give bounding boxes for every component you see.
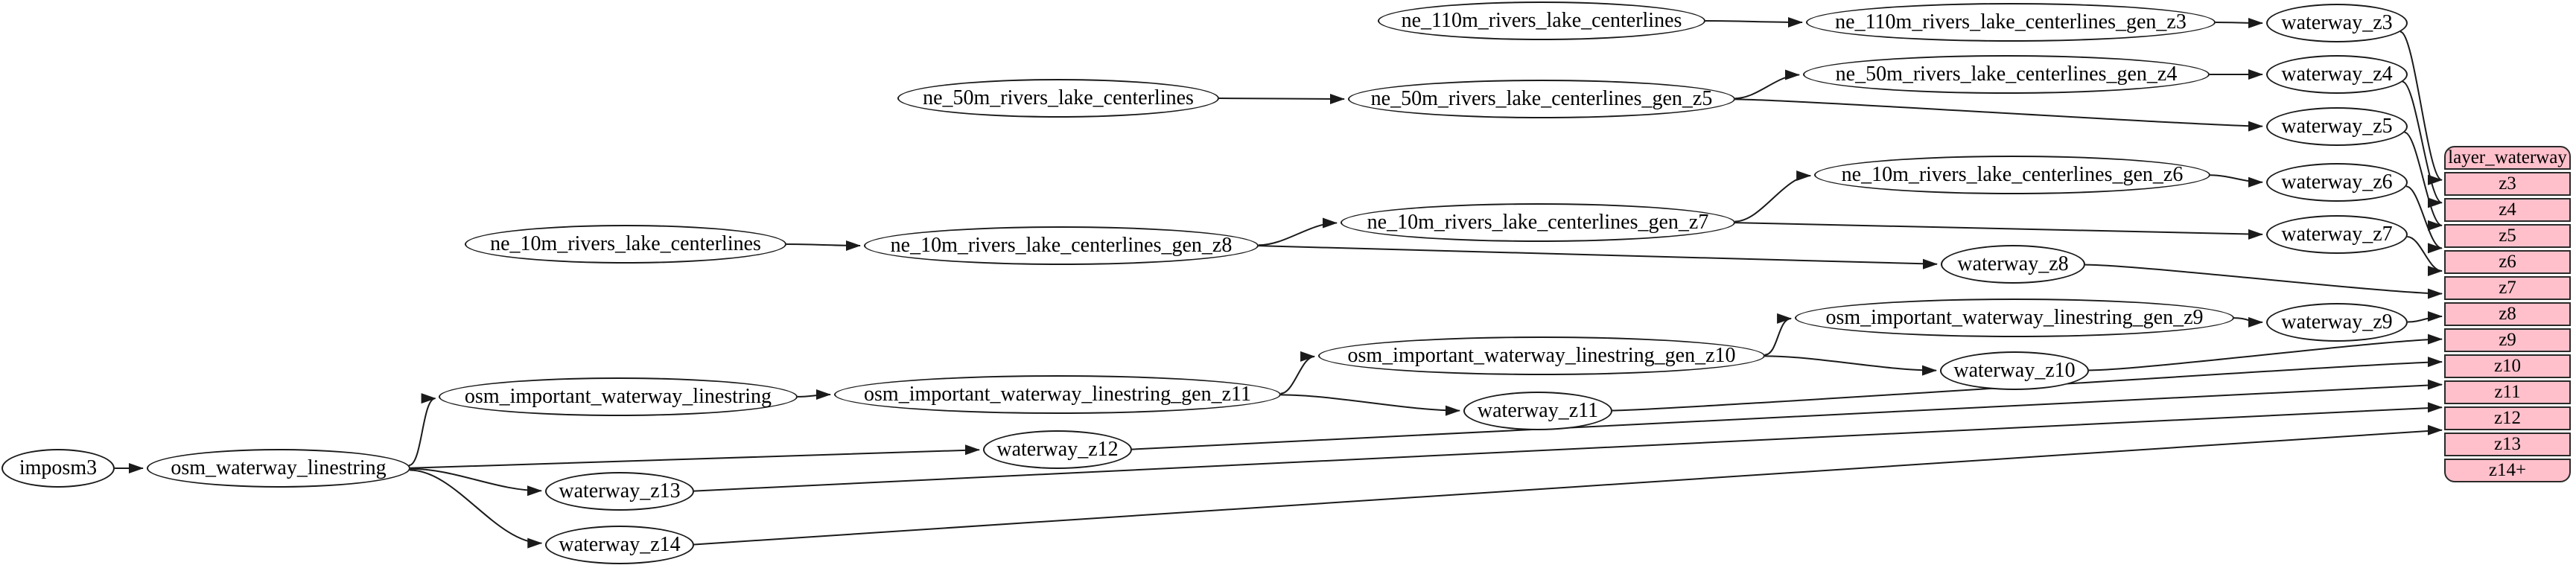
node-imposm3: imposm3 — [1, 449, 115, 488]
edge-ne_50m_rivers_lake_centerlines-to-ne_50m_rivers_lake_centerlines_gen_z5 — [1218, 93, 1345, 104]
edge-osm_important_waterway_linestring_gen_z9-to-waterway_z9 — [2233, 316, 2263, 328]
node-waterway_z12: waterway_z12 — [983, 430, 1132, 469]
edge-osm_important_waterway_linestring_gen_z10-to-osm_important_waterway_linestring_gen_z9 — [1764, 313, 1793, 356]
node-waterway_z14: waterway_z14 — [545, 526, 694, 564]
node-ne_10m_rivers_lake_centerlines: ne_10m_rivers_lake_centerlines — [465, 225, 786, 264]
edge-ne_110m_rivers_lake_centerlines_gen_z3-to-waterway_z3 — [2215, 17, 2263, 28]
edge-waterway_z14-to-layer_waterway-z14+ — [693, 424, 2443, 546]
node-ne_110m_rivers_lake_centerlines: ne_110m_rivers_lake_centerlines — [1378, 1, 1705, 40]
edge-waterway_z10-to-layer_waterway-z10 — [2088, 334, 2443, 371]
node-ne_50m_rivers_lake_centerlines_gen_z4: ne_50m_rivers_lake_centerlines_gen_z4 — [1803, 55, 2210, 94]
edge-ne_10m_rivers_lake_centerlines_gen_z8-to-waterway_z8 — [1258, 245, 1938, 269]
record-row-z5: z5 — [2444, 224, 2571, 248]
node-ne_10m_rivers_lake_centerlines_gen_z7: ne_10m_rivers_lake_centerlines_gen_z7 — [1341, 203, 1735, 242]
node-ne_10m_rivers_lake_centerlines_gen_z6: ne_10m_rivers_lake_centerlines_gen_z6 — [1814, 156, 2210, 194]
node-waterway_z4: waterway_z4 — [2266, 55, 2408, 94]
node-waterway_z8: waterway_z8 — [1941, 245, 2085, 284]
node-ne_50m_rivers_lake_centerlines: ne_50m_rivers_lake_centerlines — [897, 79, 1219, 118]
edge-ne_10m_rivers_lake_centerlines_gen_z7-to-waterway_z7 — [1734, 222, 2263, 240]
node-waterway_z10: waterway_z10 — [1940, 351, 2089, 390]
edge-waterway_z8-to-layer_waterway-z8 — [2084, 264, 2443, 299]
node-ne_50m_rivers_lake_centerlines_gen_z5: ne_50m_rivers_lake_centerlines_gen_z5 — [1348, 80, 1735, 118]
edge-ne_10m_rivers_lake_centerlines_gen_z8-to-ne_10m_rivers_lake_centerlines_gen_z7 — [1258, 217, 1338, 246]
edge-waterway_z4-to-layer_waterway-z4 — [2402, 80, 2443, 208]
node-ne_10m_rivers_lake_centerlines_gen_z8: ne_10m_rivers_lake_centerlines_gen_z8 — [864, 226, 1259, 265]
record-row-z7: z7 — [2444, 276, 2571, 300]
node-osm_important_waterway_linestring_gen_z11: osm_important_waterway_linestring_gen_z1… — [834, 375, 1281, 414]
edge-osm_important_waterway_linestring_gen_z10-to-waterway_z10 — [1764, 355, 1938, 376]
record-row-z9: z9 — [2444, 328, 2571, 352]
edge-osm_waterway_linestring-to-waterway_z13 — [410, 468, 543, 497]
edge-waterway_z3-to-layer_waterway-z3 — [2400, 31, 2443, 185]
edge-waterway_z12-to-layer_waterway-z12 — [1131, 379, 2443, 450]
edge-osm_waterway_linestring-to-osm_important_waterway_linestring — [408, 393, 436, 467]
record-row-z4: z4 — [2444, 198, 2571, 222]
node-waterway_z5: waterway_z5 — [2266, 107, 2408, 146]
edge-ne_50m_rivers_lake_centerlines_gen_z5-to-waterway_z5 — [1734, 98, 2264, 132]
record-title: layer_waterway — [2444, 146, 2571, 170]
edge-osm_important_waterway_linestring_gen_z11-to-osm_important_waterway_linestring_gen_z10 — [1280, 351, 1316, 395]
record-row-z11: z11 — [2444, 380, 2571, 404]
edge-waterway_z6-to-layer_waterway-z6 — [2405, 185, 2443, 254]
record-row-z14+: z14+ — [2444, 459, 2571, 482]
edge-osm_important_waterway_linestring-to-osm_important_waterway_linestring_gen_z11 — [797, 389, 831, 401]
record-row-z10: z10 — [2444, 354, 2571, 378]
record-row-z3: z3 — [2444, 172, 2571, 196]
edge-ne_50m_rivers_lake_centerlines_gen_z5-to-ne_50m_rivers_lake_centerlines_gen_z4 — [1734, 69, 1801, 100]
node-waterway_z9: waterway_z9 — [2266, 303, 2408, 342]
edge-waterway_z5-to-layer_waterway-z5 — [2404, 131, 2443, 231]
node-osm_important_waterway_linestring_gen_z10: osm_important_waterway_linestring_gen_z1… — [1318, 336, 1765, 375]
edge-osm_waterway_linestring-to-waterway_z12 — [410, 444, 980, 469]
node-waterway_z13: waterway_z13 — [545, 472, 694, 511]
edge-ne_110m_rivers_lake_centerlines-to-ne_110m_rivers_lake_centerlines_gen_z3 — [1705, 16, 1803, 28]
record-row-z6: z6 — [2444, 250, 2571, 274]
node-waterway_z7: waterway_z7 — [2266, 215, 2408, 254]
node-waterway_z6: waterway_z6 — [2266, 163, 2408, 202]
node-osm_waterway_linestring: osm_waterway_linestring — [147, 449, 410, 488]
record-row-z8: z8 — [2444, 302, 2571, 326]
node-osm_important_waterway_linestring: osm_important_waterway_linestring — [439, 377, 798, 416]
record-row-z12: z12 — [2444, 406, 2571, 430]
node-waterway_z3: waterway_z3 — [2266, 4, 2408, 42]
edge-osm_important_waterway_linestring_gen_z11-to-waterway_z11 — [1280, 394, 1461, 416]
record-row-z13: z13 — [2444, 433, 2571, 456]
edge-ne_10m_rivers_lake_centerlines_gen_z6-to-waterway_z6 — [2210, 174, 2263, 188]
edge-waterway_z13-to-layer_waterway-z13 — [693, 402, 2443, 492]
edge-ne_10m_rivers_lake_centerlines-to-ne_10m_rivers_lake_centerlines_gen_z8 — [786, 240, 861, 251]
edge-waterway_z7-to-layer_waterway-z7 — [2407, 235, 2443, 276]
node-ne_110m_rivers_lake_centerlines_gen_z3: ne_110m_rivers_lake_centerlines_gen_z3 — [1806, 3, 2216, 42]
edge-ne_10m_rivers_lake_centerlines_gen_z7-to-ne_10m_rivers_lake_centerlines_gen_z6 — [1734, 170, 1812, 223]
edge-waterway_z9-to-layer_waterway-z9 — [2407, 311, 2443, 323]
edge-osm_waterway_linestring-to-waterway_z14 — [410, 469, 543, 549]
edges-group — [115, 16, 2443, 549]
node-osm_important_waterway_linestring_gen_z9: osm_important_waterway_linestring_gen_z9 — [1795, 299, 2234, 337]
node-waterway_z11: waterway_z11 — [1463, 392, 1612, 430]
